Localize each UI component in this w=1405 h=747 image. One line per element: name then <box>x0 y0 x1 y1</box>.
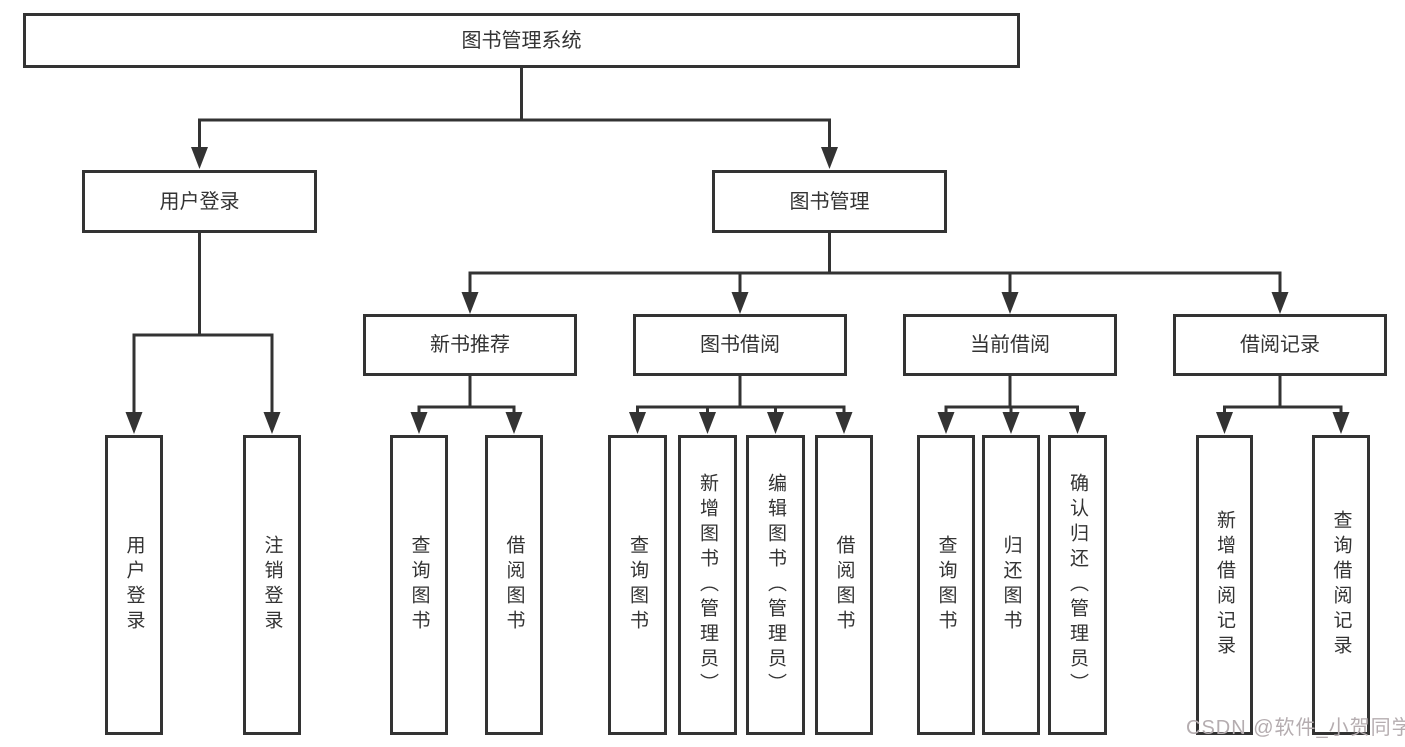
node-label: 查询图书 <box>408 535 430 635</box>
node-user-login: 用户登录 <box>82 170 317 233</box>
node-borrow-records: 借阅记录 <box>1173 314 1387 376</box>
leaf-record-query: 查询借阅记录 <box>1312 435 1370 735</box>
node-label: 查询借阅记录 <box>1330 510 1352 660</box>
leaf-current-query-books: 查询图书 <box>917 435 975 735</box>
node-label: 图书借阅 <box>700 334 780 356</box>
node-label: 借阅图书 <box>503 535 525 635</box>
node-book-borrow: 图书借阅 <box>633 314 847 376</box>
node-label: 借阅记录 <box>1240 334 1320 356</box>
node-book-management: 图书管理 <box>712 170 947 233</box>
node-label: 查询图书 <box>627 535 648 635</box>
node-label: 借阅图书 <box>833 535 855 635</box>
leaf-borrow-add-books-admin: 新增图书（管理员） <box>678 435 737 735</box>
leaf-current-confirm-return-admin: 确认归还（管理员） <box>1048 435 1107 735</box>
leaf-newbook-query-books: 查询图书 <box>390 435 448 735</box>
leaf-current-return-books: 归还图书 <box>982 435 1040 735</box>
node-label: 用户登录 <box>123 535 145 635</box>
node-label: 图书管理系统 <box>461 29 582 52</box>
node-label: 确认归还（管理员） <box>1067 472 1088 698</box>
leaf-logout: 注销登录 <box>243 435 301 735</box>
node-label: 编辑图书（管理员） <box>765 472 786 698</box>
node-label: 图书管理 <box>789 190 870 213</box>
leaf-borrow-query-books: 查询图书 <box>608 435 667 735</box>
node-label: 新增图书（管理员） <box>697 472 718 698</box>
node-label: 新书推荐 <box>430 334 510 356</box>
node-new-book-recommend: 新书推荐 <box>363 314 577 376</box>
leaf-borrow-edit-books-admin: 编辑图书（管理员） <box>746 435 805 735</box>
leaf-user-login: 用户登录 <box>105 435 163 735</box>
node-current-borrow: 当前借阅 <box>903 314 1117 376</box>
node-label: 查询图书 <box>935 535 957 635</box>
node-label: 归还图书 <box>1000 535 1022 635</box>
node-label: 当前借阅 <box>970 334 1050 356</box>
leaf-newbook-borrow-books: 借阅图书 <box>485 435 543 735</box>
leaf-record-add: 新增借阅记录 <box>1196 435 1253 735</box>
node-label: 新增借阅记录 <box>1214 510 1235 660</box>
leaf-borrow-borrow-books: 借阅图书 <box>815 435 873 735</box>
node-root-system: 图书管理系统 <box>23 13 1020 68</box>
node-label: 注销登录 <box>261 535 283 635</box>
node-label: 用户登录 <box>159 190 240 213</box>
csdn-watermark: CSDN @软件_小贺同学 <box>1186 717 1405 739</box>
